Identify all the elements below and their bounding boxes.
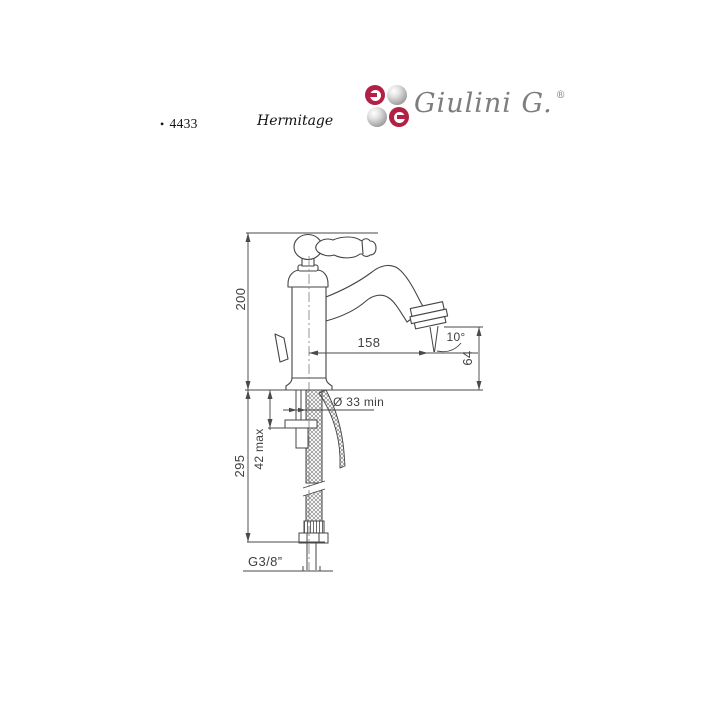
faucet-outline (274, 233, 449, 391)
hose-break-lines (302, 480, 326, 497)
mounting-washer (284, 419, 318, 429)
aerator (409, 301, 449, 330)
flex-hose-curved (318, 389, 346, 469)
dim-spray-angle: 10° (446, 330, 465, 344)
connector-tube (302, 543, 321, 571)
handle-knob-line (361, 240, 364, 255)
dim-thread-connection: G3/8” (248, 554, 283, 569)
under-deck-assembly (284, 389, 346, 571)
nut-facets (306, 533, 320, 543)
popup-rod (274, 333, 289, 363)
dimension-arrows (245, 233, 482, 542)
dim-outlet-height: 64 (460, 350, 475, 365)
product-code-line: • 4433 (160, 116, 198, 132)
dim-hole-diameter: Ø 33 min (333, 395, 384, 409)
angle-arc (436, 342, 462, 353)
connector-nut (298, 532, 329, 544)
dim-height-above-deck: 200 (233, 288, 248, 311)
registered-mark: ® (555, 90, 567, 101)
series-name: Hermitage (257, 113, 334, 129)
product-code: 4433 (169, 116, 198, 131)
brand-name: Giulini G.® (414, 88, 567, 119)
bonnet (287, 269, 329, 288)
dim-length-below-deck: 295 (232, 455, 247, 478)
logo-sphere-icon (367, 107, 387, 127)
mounting-nut (295, 427, 309, 449)
mounting-hardware (284, 419, 318, 449)
hose-ferrule (303, 520, 325, 534)
water-stream (429, 325, 462, 353)
logo-sphere-icon (387, 85, 407, 105)
bullet-icon: • (160, 117, 165, 131)
dim-mounting-thickness: 42 max (252, 428, 266, 469)
faucet-spout (325, 264, 426, 323)
dim-spout-reach: 158 (358, 335, 381, 350)
brand-name-text: Giulini G. (414, 88, 553, 119)
logo-crimson-g-icon (389, 107, 409, 127)
handle-lever (315, 236, 377, 259)
hose-break-gap (303, 481, 325, 496)
logo-crimson-g-icon (365, 85, 385, 105)
brand-logo (365, 85, 411, 129)
